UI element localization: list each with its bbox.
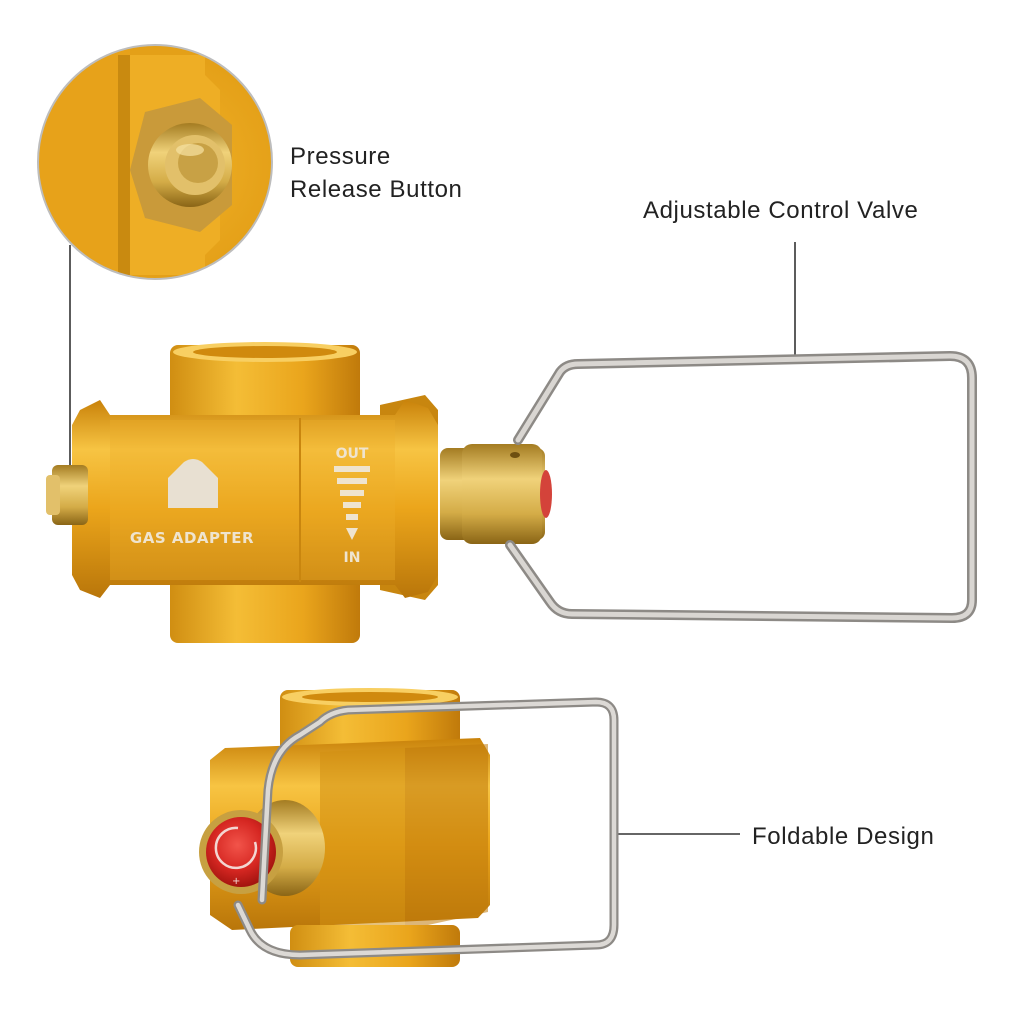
- gas-adapter-folded-view: +: [199, 688, 490, 967]
- pressure-release-label-line2: Release Button: [290, 176, 463, 203]
- control-valve-label: Adjustable Control Valve: [643, 197, 919, 224]
- gas-adapter-front-view: GAS ADAPTER OUT IN: [46, 342, 552, 643]
- flow-in-label: IN: [344, 550, 361, 566]
- house-logo-icon: [168, 459, 218, 508]
- wire-handle-front: [505, 351, 977, 623]
- adapter-body-text: GAS ADAPTER: [130, 529, 254, 547]
- svg-text:+: +: [232, 876, 240, 887]
- magnifier-circle: [37, 44, 273, 280]
- flow-arrow-icon: [334, 466, 370, 540]
- flow-out-label: OUT: [336, 446, 369, 462]
- pressure-release-label-line1: Pressure: [290, 143, 391, 170]
- pressure-release-label: Pressure Release Button: [290, 140, 463, 206]
- foldable-design-label: Foldable Design: [752, 823, 935, 850]
